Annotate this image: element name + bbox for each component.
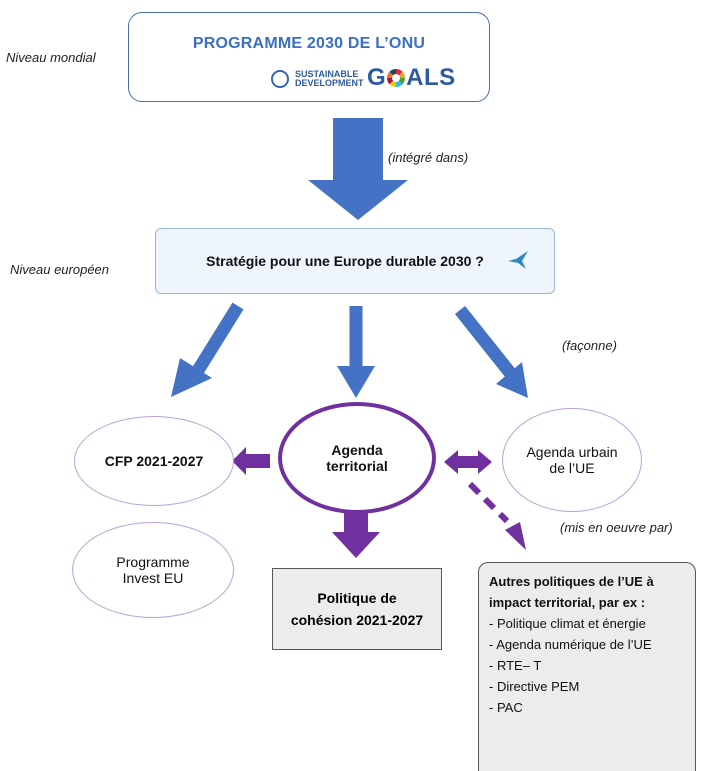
arrow-agenda-urbain-double (444, 450, 492, 474)
policy-item: - Agenda numérique de l’UE (489, 637, 652, 652)
policy-item: - RTE– T (489, 658, 542, 673)
arrow-to-cfp (191, 302, 244, 376)
level-label-world: Niveau mondial (6, 50, 96, 65)
agenda-territorial-line-2: territorial (326, 458, 388, 474)
policy-item: - Politique climat et énergie (489, 616, 646, 631)
cohesion-line-2: cohésion 2021-2027 (290, 612, 424, 628)
label-integre: (intégré dans) (388, 150, 469, 165)
arrow-mis-en-oeuvre (505, 522, 526, 550)
label-mis-en-oeuvre: (mis en oeuvre par) (560, 520, 673, 535)
arrow-to-agenda-urbain (454, 305, 517, 379)
eu-strategy-title: Stratégie pour une Europe durable 2030 ? (206, 253, 484, 269)
bird-icon (508, 251, 528, 269)
agenda-territorial-line-1: Agenda (331, 442, 383, 458)
un-emblem-icon (271, 70, 289, 88)
label-faconne: (façonne) (562, 338, 617, 353)
level-label-europe: Niveau européen (10, 262, 110, 277)
invest-eu-line-1: Programme (116, 554, 190, 570)
policy-item: - Directive PEM (489, 679, 580, 694)
agenda-urbain-line-2: de l’UE (549, 460, 595, 476)
cfp-ellipse: CFP 2021-2027 (74, 416, 234, 506)
onu-title: PROGRAMME 2030 DE L’ONU (192, 35, 426, 52)
cfp-label: CFP 2021-2027 (104, 453, 204, 469)
arrow-integre (308, 118, 408, 220)
agenda-urbain-line-1: Agenda urbain (526, 444, 618, 460)
cohesion-line-1: Politique de (317, 590, 397, 606)
sdg-wheel-icon (387, 69, 406, 87)
arrow-agenda-to-cfp (232, 447, 270, 475)
arrow-to-cohesion (332, 512, 380, 558)
invest-eu-line-2: Invest EU (122, 570, 184, 586)
cohesion-policy-box: Politique de cohésion 2021-2027 (272, 568, 442, 650)
eu-strategy-box: Stratégie pour une Europe durable 2030 ? (155, 228, 555, 294)
policy-item: - PAC (489, 700, 523, 715)
